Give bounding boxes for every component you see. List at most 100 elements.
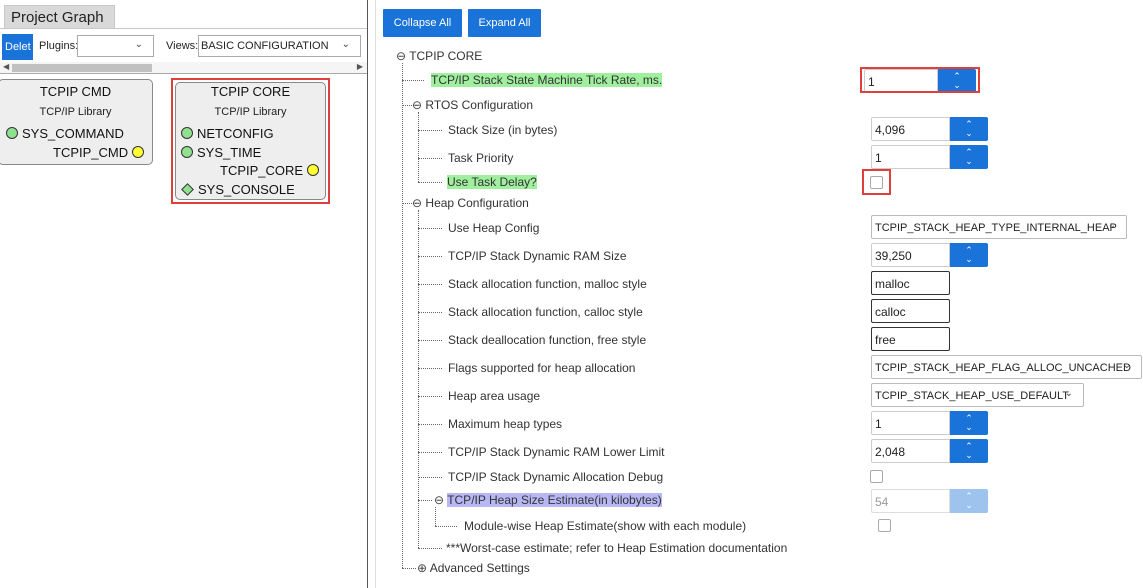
expand-all-button[interactable]: Expand All: [468, 9, 541, 37]
views-label: Views:: [166, 40, 199, 52]
views-select[interactable]: BASIC CONFIGURATION ⌄: [198, 35, 361, 57]
tree-line: [418, 210, 419, 548]
heap-area-usage-select[interactable]: TCPIP_STACK_HEAP_USE_DEFAULT ⌄: [871, 383, 1084, 407]
port-label: NETCONFIG: [197, 126, 274, 141]
stepper-arrows-icon: ⌃⌄: [950, 489, 988, 513]
module-wise-estimate-label: Module-wise Heap Estimate(show with each…: [464, 519, 747, 533]
stack-size-input[interactable]: 4,096: [871, 117, 950, 141]
provider-port-icon: [307, 164, 320, 176]
max-heap-types-label: Maximum heap types: [448, 417, 563, 431]
port-label: SYS_COMMAND: [22, 126, 124, 141]
select-value: TCPIP_STACK_HEAP_FLAG_ALLOC_UNCACHED: [875, 362, 1131, 374]
tree-node-rtos-configuration[interactable]: ⊖ RTOS Configuration: [412, 98, 533, 112]
port-netconfig[interactable]: NETCONFIG: [181, 126, 274, 141]
chevron-down-icon: ⌄: [1122, 360, 1131, 371]
tab-divider: [0, 28, 367, 29]
port-label: SYS_TIME: [197, 145, 262, 160]
node-subtitle: TCP/IP Library: [39, 106, 112, 118]
tree-line: [418, 424, 442, 425]
allocation-debug-checkbox[interactable]: [870, 470, 883, 483]
tree-node-heap-size-estimate[interactable]: ⊖ TCP/IP Heap Size Estimate(in kilobytes…: [434, 493, 662, 507]
tree-line: [402, 568, 416, 569]
heap-size-estimate-stepper: 54 ⌃⌄: [871, 489, 988, 513]
scrollbar-thumb[interactable]: [12, 64, 152, 72]
port-tcpip-core[interactable]: TCPIP_CORE: [220, 163, 320, 178]
tree-line: [418, 182, 442, 183]
stepper-arrows-icon[interactable]: ⌃⌄: [950, 243, 988, 267]
annotation-box: [171, 78, 330, 204]
scroll-left-icon[interactable]: ◀: [3, 62, 10, 71]
delete-button[interactable]: Delet: [2, 34, 33, 60]
stepper-arrows-icon[interactable]: ⌃⌄: [950, 411, 988, 435]
tree-line: [418, 228, 442, 229]
task-priority-stepper[interactable]: 1 ⌃⌄: [871, 145, 988, 169]
plugins-select[interactable]: ⌄: [77, 35, 154, 57]
stepper-arrows-icon[interactable]: ⌃⌄: [950, 439, 988, 463]
consumer-port-icon: [181, 146, 193, 158]
task-priority-input[interactable]: 1: [871, 145, 950, 169]
stack-size-stepper[interactable]: 4,096 ⌃⌄: [871, 117, 988, 141]
port-sys-command[interactable]: SYS_COMMAND: [6, 126, 124, 141]
free-label: Stack deallocation function, free style: [448, 333, 647, 347]
configuration-options-pane: Collapse All Expand All ⊖ TCPIP CORE TCP…: [375, 0, 1143, 588]
use-heap-config-select[interactable]: TCPIP_STACK_HEAP_TYPE_INTERNAL_HEAP ⌄: [871, 215, 1127, 239]
collapse-icon[interactable]: ⊖: [412, 98, 423, 112]
expand-icon[interactable]: ⊕: [417, 561, 428, 575]
tick-rate-stepper[interactable]: 1 ⌃⌄: [864, 69, 976, 93]
port-sys-console[interactable]: SYS_CONSOLE: [181, 182, 295, 197]
port-label: SYS_CONSOLE: [198, 182, 295, 197]
use-heap-config-label: Use Heap Config: [448, 221, 540, 235]
calloc-label: Stack allocation function, calloc style: [448, 305, 643, 319]
stack-size-label: Stack Size (in bytes): [448, 123, 558, 137]
use-task-delay-checkbox[interactable]: [870, 176, 883, 189]
tree-line: [435, 507, 436, 526]
ram-lower-limit-stepper[interactable]: 2,048 ⌃⌄: [871, 439, 988, 463]
calloc-input[interactable]: calloc: [871, 299, 950, 323]
tree-node-advanced-settings[interactable]: ⊕ Advanced Settings: [417, 561, 530, 575]
collapse-icon[interactable]: ⊖: [412, 196, 423, 210]
dynamic-ram-size-input[interactable]: 39,250: [871, 243, 950, 267]
collapse-icon[interactable]: ⊖: [434, 493, 445, 507]
max-heap-types-stepper[interactable]: 1 ⌃⌄: [871, 411, 988, 435]
views-select-value: BASIC CONFIGURATION: [201, 40, 329, 52]
tree-node-tcpip-core[interactable]: ⊖ TCPIP CORE: [396, 49, 482, 63]
stepper-arrows-icon[interactable]: ⌃⌄: [950, 145, 988, 169]
module-wise-estimate-checkbox[interactable]: [878, 519, 891, 532]
project-graph-pane: Project Graph Delet Plugins: ⌄ Views: BA…: [0, 0, 368, 588]
ram-lower-limit-label: TCP/IP Stack Dynamic RAM Lower Limit: [448, 445, 665, 459]
dynamic-ram-size-stepper[interactable]: 39,250 ⌃⌄: [871, 243, 988, 267]
tree-node-label: TCPIP CORE: [409, 49, 483, 63]
tree-line: [418, 130, 442, 131]
tab-project-graph[interactable]: Project Graph: [4, 5, 115, 29]
malloc-label: Stack allocation function, malloc style: [448, 277, 647, 291]
horizontal-scrollbar[interactable]: ◀ ▶: [0, 62, 367, 74]
task-priority-label: Task Priority: [448, 151, 514, 165]
tree-line: [402, 203, 416, 204]
free-input[interactable]: free: [871, 327, 950, 351]
port-tcpip-cmd[interactable]: TCPIP_CMD: [53, 145, 145, 160]
dynamic-ram-size-label: TCP/IP Stack Dynamic RAM Size: [448, 249, 627, 263]
tick-rate-label: TCP/IP Stack State Machine Tick Rate, ms…: [431, 73, 663, 87]
malloc-input[interactable]: malloc: [871, 271, 950, 295]
node-title: TCPIP CMD: [39, 84, 112, 99]
stepper-arrows-icon[interactable]: ⌃⌄: [938, 69, 976, 93]
node-tcpip-cmd[interactable]: TCPIP CMD TCP/IP Library SYS_COMMAND TCP…: [0, 79, 153, 165]
tree-line: [418, 477, 442, 478]
tree-line: [418, 368, 442, 369]
tree-node-heap-configuration[interactable]: ⊖ Heap Configuration: [412, 196, 529, 210]
tick-rate-input[interactable]: 1: [864, 69, 938, 93]
provider-port-icon: [132, 146, 145, 158]
plugins-label: Plugins:: [39, 40, 79, 52]
port-sys-time[interactable]: SYS_TIME: [181, 145, 261, 160]
tree-line: [418, 452, 442, 453]
collapse-all-button[interactable]: Collapse All: [383, 9, 462, 37]
node-tcpip-core[interactable]: TCPIP CORE TCP/IP Library NETCONFIG SYS_…: [175, 82, 326, 200]
heap-flags-select[interactable]: TCPIP_STACK_HEAP_FLAG_ALLOC_UNCACHED ⌄: [871, 355, 1142, 379]
ram-lower-limit-input[interactable]: 2,048: [871, 439, 950, 463]
scroll-right-icon[interactable]: ▶: [356, 62, 363, 71]
stepper-arrows-icon[interactable]: ⌃⌄: [950, 117, 988, 141]
max-heap-types-input[interactable]: 1: [871, 411, 950, 435]
collapse-icon[interactable]: ⊖: [396, 49, 407, 63]
node-title: TCPIP CORE: [210, 84, 291, 99]
port-label: TCPIP_CMD: [53, 145, 129, 160]
